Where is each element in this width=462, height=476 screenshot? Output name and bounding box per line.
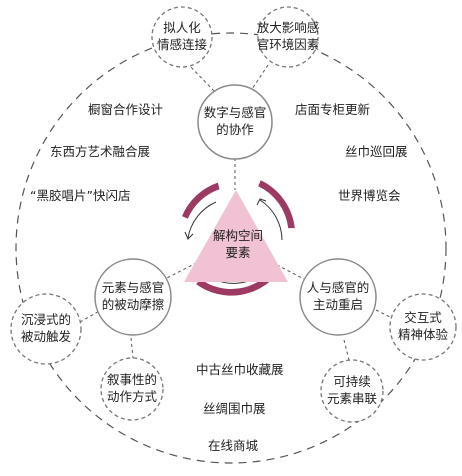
satellite-interactive-label: 交互式精神体验 xyxy=(397,310,448,342)
satellite-interactive-circle xyxy=(389,293,457,361)
node-right-circle xyxy=(299,258,377,336)
example-vinyl-popup: “黑胶唱片”快闪店 xyxy=(30,188,131,203)
satellite-narrative-label: 叙事性的动作方式 xyxy=(106,372,157,404)
outer-dashed-ring xyxy=(15,32,447,464)
node-left-label: 元素与感官的被动摩擦 xyxy=(101,280,165,312)
cycle-arcs xyxy=(182,180,295,296)
satellite-amplify-label: 放大影响感官环境因素 xyxy=(256,20,320,52)
example-silk-scarf: 丝绸围巾展 xyxy=(203,401,266,416)
satellite-narrative-circle xyxy=(100,357,164,421)
example-store-update: 店面专柜更新 xyxy=(295,102,371,117)
satellite-sustainable-circle xyxy=(320,359,384,423)
arc-left xyxy=(182,182,220,219)
node-top-circle xyxy=(197,84,273,160)
satellite-circles xyxy=(10,6,457,423)
center-label: 解构空间要素 xyxy=(212,228,263,260)
center-triangle xyxy=(184,190,288,282)
arc-right xyxy=(258,180,295,229)
example-east-west: 东西方艺术融合展 xyxy=(50,144,151,159)
example-scarf-tour: 丝巾巡回展 xyxy=(345,144,408,159)
example-vintage-scarf: 中古丝巾收藏展 xyxy=(196,362,284,377)
satellite-immersive-label: 沉浸式的被动触发 xyxy=(20,312,71,344)
satellite-immersive-circle xyxy=(10,293,82,365)
example-window-design: 橱窗合作设计 xyxy=(88,102,164,117)
satellite-personify-label: 拟人化情感连接 xyxy=(156,20,207,52)
arc-bottom xyxy=(196,268,279,296)
node-top-label: 数字与感官的协作 xyxy=(203,105,267,137)
satellite-personify-circle xyxy=(151,6,213,68)
example-online-mall: 在线商城 xyxy=(208,438,259,453)
satellite-amplify-circle xyxy=(257,6,319,68)
satellite-sustainable-label: 可持续元素串联 xyxy=(326,374,377,406)
node-left-circle xyxy=(94,258,172,336)
node-right-label: 人与感官的主动重启 xyxy=(306,280,370,312)
example-world-expo: 世界博览会 xyxy=(338,188,401,203)
